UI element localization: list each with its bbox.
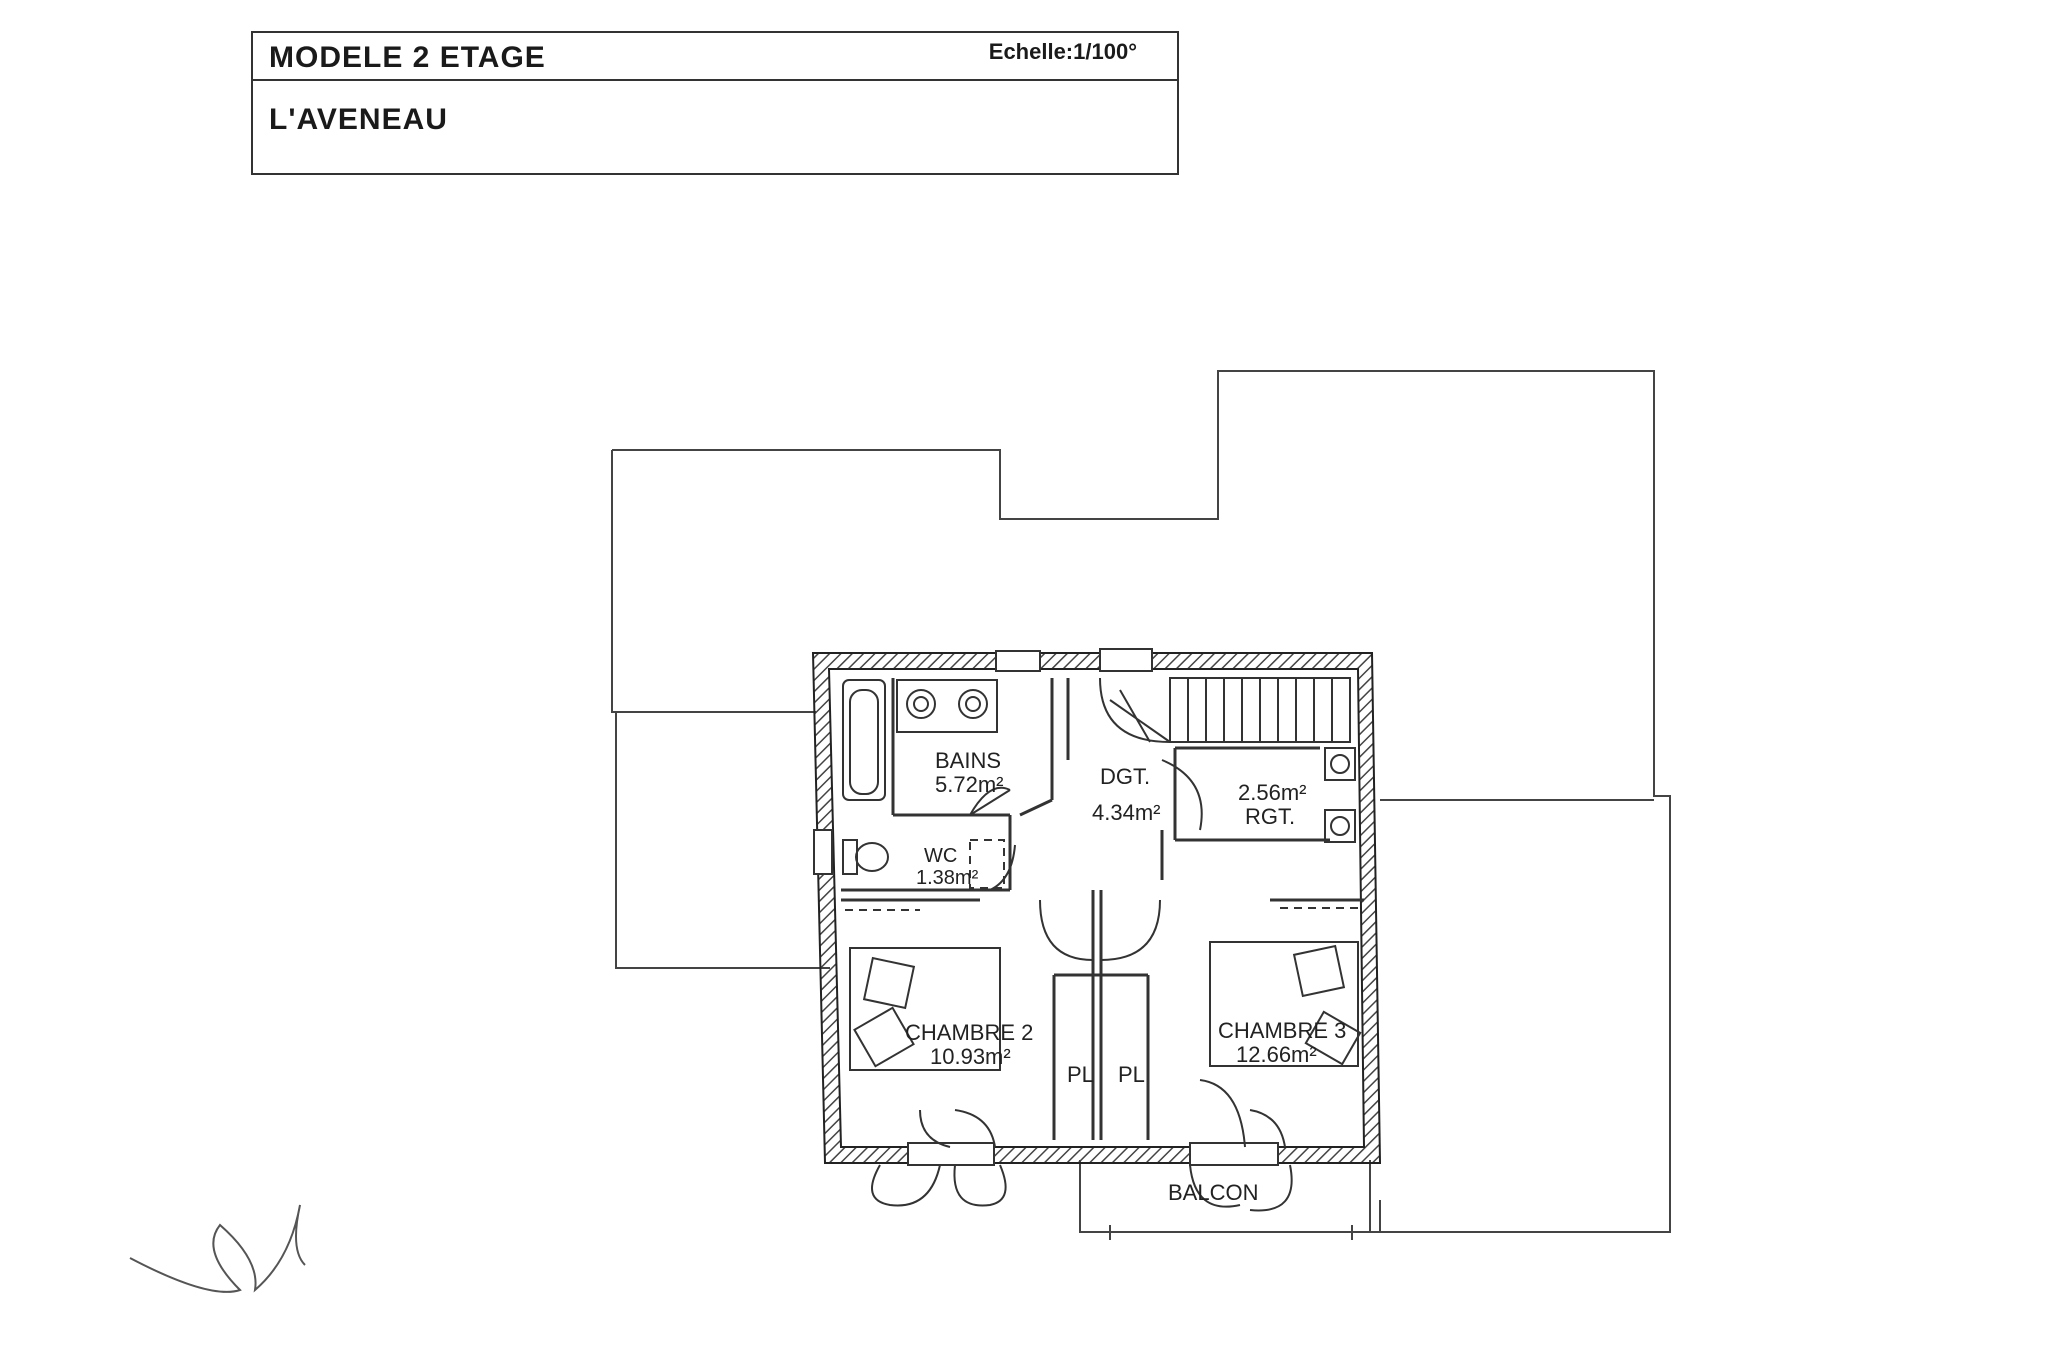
label-chambre3-name: CHAMBRE 3	[1218, 1018, 1346, 1043]
roof-outline-left-lower	[615, 712, 830, 969]
scale-label: Echelle:1/100°	[988, 39, 1137, 64]
title-block: MODELE 2 ETAGE Echelle:1/100° L'AVENEAU	[251, 31, 1179, 175]
roof-outline	[611, 370, 1671, 1233]
interior-walls	[841, 678, 1364, 1140]
label-bains-name: BAINS	[935, 748, 1001, 773]
title-row: MODELE 2 ETAGE Echelle:1/100°	[253, 33, 1177, 81]
rgt-fixtures	[1324, 747, 1356, 843]
bathtub	[842, 679, 886, 801]
beds	[849, 941, 1362, 1071]
stairs	[1099, 677, 1351, 743]
label-dgt-area: 4.34m²	[1092, 800, 1160, 825]
door-swings	[871, 759, 1293, 1212]
label-chambre2-area: 10.93m²	[930, 1044, 1011, 1069]
vanity	[896, 679, 998, 733]
label-rgt-area: 2.56m²	[1238, 780, 1306, 805]
model-name: MODELE 2 ETAGE	[269, 41, 546, 74]
bed-chambre-2	[849, 947, 1001, 1071]
signature-mark	[129, 1204, 306, 1293]
label-placard-left: PL	[1067, 1062, 1094, 1087]
room-labels: BAINS 5.72m² DGT. 4.34m² 2.56m² RGT. WC …	[905, 748, 1346, 1205]
bed-chambre-3	[1209, 941, 1359, 1067]
label-dgt-name: DGT.	[1100, 764, 1150, 789]
roof-outline-left-upper	[611, 450, 816, 713]
cabinets	[845, 839, 1364, 911]
label-wc-name: WC	[924, 845, 957, 867]
balcony-outline	[1079, 1160, 1371, 1240]
label-placard-right: PL	[1118, 1062, 1145, 1087]
windows	[813, 648, 1279, 1166]
label-bains-area: 5.72m²	[935, 772, 1003, 797]
bathroom-fixtures	[842, 679, 998, 801]
label-chambre2-name: CHAMBRE 2	[905, 1020, 1033, 1045]
label-balcon: BALCON	[1168, 1180, 1258, 1205]
label-chambre3-area: 12.66m²	[1236, 1042, 1317, 1067]
wc-fixture	[842, 839, 889, 875]
label-wc-area: 1.38m²	[916, 867, 979, 889]
label-rgt-name: RGT.	[1245, 804, 1295, 829]
project-name: L'AVENEAU	[269, 103, 448, 136]
roof-outline-main	[612, 370, 1671, 1233]
outer-walls	[811, 652, 1382, 1164]
